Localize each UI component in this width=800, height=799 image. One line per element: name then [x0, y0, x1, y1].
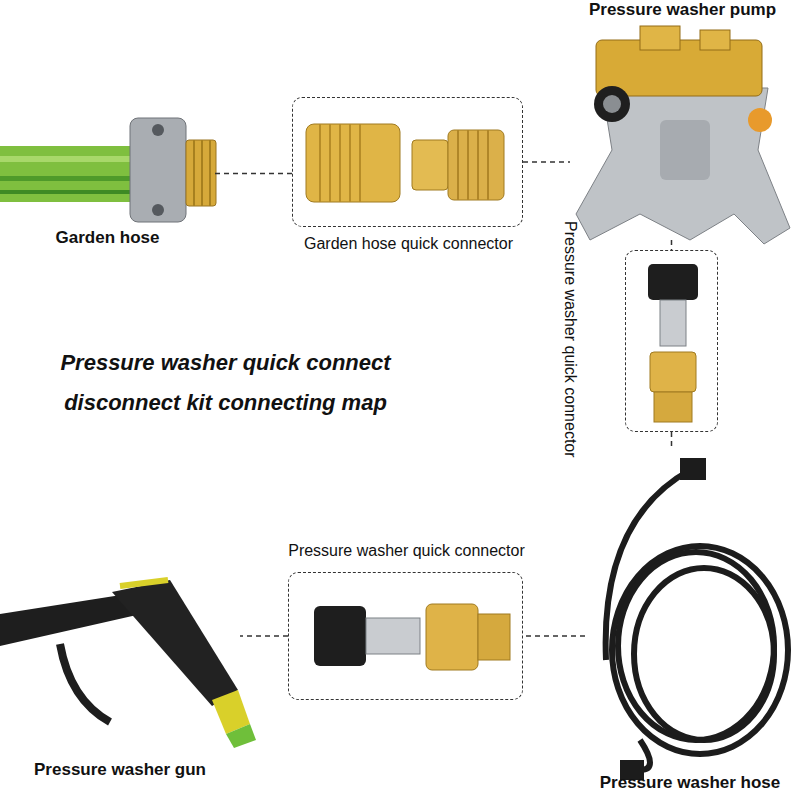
hose-coil — [618, 552, 774, 740]
coupler-knurl — [320, 124, 360, 202]
gun-tip — [226, 724, 256, 748]
connector-box: Pressure washer quick connector — [625, 250, 718, 432]
dashed-connector — [215, 173, 292, 175]
connector-box: Garden hose quick connector — [292, 97, 523, 227]
vertical-coupler-art — [648, 264, 698, 422]
component-node: Pressure washer pump — [570, 0, 795, 240]
node-label: Pressure washer pump — [570, 0, 795, 20]
hose-fitting — [680, 458, 706, 480]
pump-port — [594, 86, 630, 122]
hose-stripe — [0, 176, 140, 181]
pump-art — [576, 26, 790, 244]
node-label: Pressure washer quick connector — [560, 221, 580, 458]
brass-fitting — [186, 140, 216, 206]
pump-cap — [748, 108, 772, 132]
clamp-screw — [152, 124, 164, 136]
black-nut — [648, 264, 698, 300]
hose-tube — [0, 146, 140, 202]
fitting-thread — [194, 140, 210, 206]
clamp-screw — [152, 204, 164, 216]
component-node: Pressure washer hose — [585, 450, 795, 795]
dashed-connector — [523, 161, 570, 163]
node-label: Garden hose quick connector — [273, 234, 544, 254]
brass-thread — [654, 392, 692, 422]
hose-stripe — [0, 190, 140, 194]
title: Pressure washer quick connect disconnect… — [38, 343, 413, 423]
pump-valve — [640, 26, 680, 50]
brass-coupler — [650, 352, 696, 392]
hose-coil — [634, 568, 774, 740]
node-label: Pressure washer quick connector — [269, 541, 544, 561]
component-node: Garden hose — [0, 120, 215, 260]
brass-plug — [412, 140, 448, 190]
hose-clamp — [130, 118, 186, 222]
garden-coupler-art — [306, 124, 504, 202]
brass-coupler — [426, 604, 478, 670]
steel-plug — [660, 300, 686, 346]
gun-accent — [120, 580, 168, 586]
dashed-connector — [671, 432, 673, 450]
brass-plug-thread — [448, 130, 504, 200]
gun-grip — [112, 580, 238, 706]
connector-box: Pressure washer quick connector — [288, 572, 523, 700]
brass-thread — [478, 614, 510, 660]
hose-art — [606, 458, 788, 780]
hose-coil — [612, 546, 788, 754]
bottom-coupler-art — [314, 604, 510, 670]
node-label: Garden hose — [0, 228, 215, 248]
hose-stripe — [0, 156, 140, 162]
dashed-connector — [523, 635, 585, 637]
node-label: Pressure washer gun — [0, 760, 240, 780]
black-nut — [314, 606, 366, 666]
gun-trigger — [60, 644, 110, 722]
pump-port-inner — [603, 95, 621, 113]
dashed-connector — [240, 635, 288, 637]
pump-housing — [660, 120, 710, 180]
dashed-connector — [671, 240, 673, 250]
node-label: Pressure washer hose — [585, 773, 795, 793]
gun-art — [0, 580, 256, 748]
brass-coupler — [306, 124, 400, 202]
garden-hose-art — [0, 118, 216, 222]
steel-plug — [366, 618, 420, 654]
pump-valve — [700, 30, 730, 50]
pump-body — [576, 88, 790, 244]
hose-lead — [606, 470, 690, 660]
plug-thread — [458, 130, 488, 200]
component-node: Pressure washer gun — [0, 570, 240, 785]
